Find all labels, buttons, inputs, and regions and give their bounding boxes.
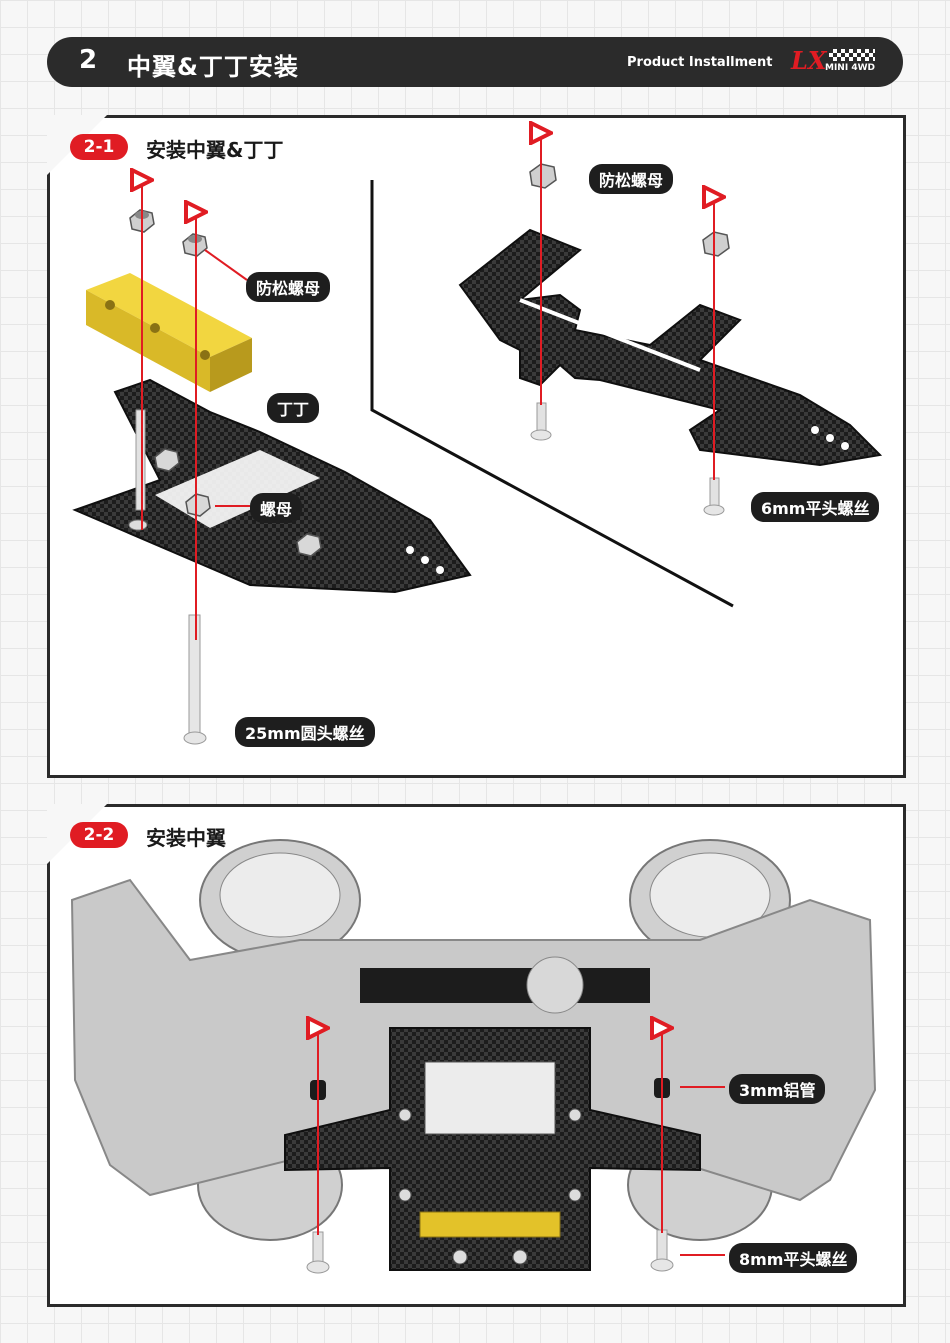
leader-line (204, 249, 248, 281)
section-title-2-1: 安装中翼&丁丁 (146, 138, 284, 162)
section-badge-2-1: 2-1 (70, 134, 128, 160)
lock-nut-right-1 (529, 163, 557, 189)
nut-1 (154, 448, 180, 472)
page-header: 2 中翼&丁丁安装 Product Installment LX MINI 4W… (47, 37, 903, 87)
flat-screw-6mm-1 (530, 402, 552, 441)
label-aluminum-tube: 3mm铝管 (729, 1074, 826, 1104)
divider-line (370, 180, 734, 608)
lock-nut-right-2 (702, 231, 730, 257)
label-flat-screw-8mm: 8mm平头螺丝 (729, 1243, 858, 1273)
washer (128, 519, 148, 531)
nut-3 (296, 533, 322, 557)
step-number: 2 (79, 45, 98, 75)
label-nut: 螺母 (250, 493, 303, 523)
section-badge-2-2: 2-2 (70, 822, 128, 848)
logo-sub: MINI 4WD (825, 63, 875, 73)
flat-screw-8mm-left (306, 1231, 330, 1274)
flat-screw-6mm-2 (703, 477, 725, 516)
checkered-flag-icon (829, 49, 875, 61)
page-title: 中翼&丁丁安装 (127, 53, 299, 81)
logo-lx: LX (791, 46, 827, 75)
flat-screw-8mm-right (650, 1229, 674, 1272)
label-dingding: 丁丁 (267, 393, 320, 423)
label-lock-nut-left: 防松螺母 (246, 272, 331, 302)
page-subtitle: Product Installment (627, 55, 773, 70)
label-flat-screw-6mm: 6mm平头螺丝 (751, 492, 880, 522)
lock-nut-left-1 (129, 209, 155, 233)
carbon-wing-plate-right (458, 228, 883, 467)
label-round-screw-25mm: 25mm圆头螺丝 (235, 717, 375, 747)
dingding-block (86, 273, 252, 392)
chassis-assembly (70, 839, 877, 1271)
round-screw-25mm-short (135, 409, 146, 511)
wheel-front-left (199, 839, 361, 961)
section-title-2-2: 安装中翼 (146, 826, 226, 850)
brand-logo: LX MINI 4WD (789, 46, 881, 78)
label-lock-nut-right: 防松螺母 (589, 164, 674, 194)
round-screw-25mm (183, 614, 207, 745)
